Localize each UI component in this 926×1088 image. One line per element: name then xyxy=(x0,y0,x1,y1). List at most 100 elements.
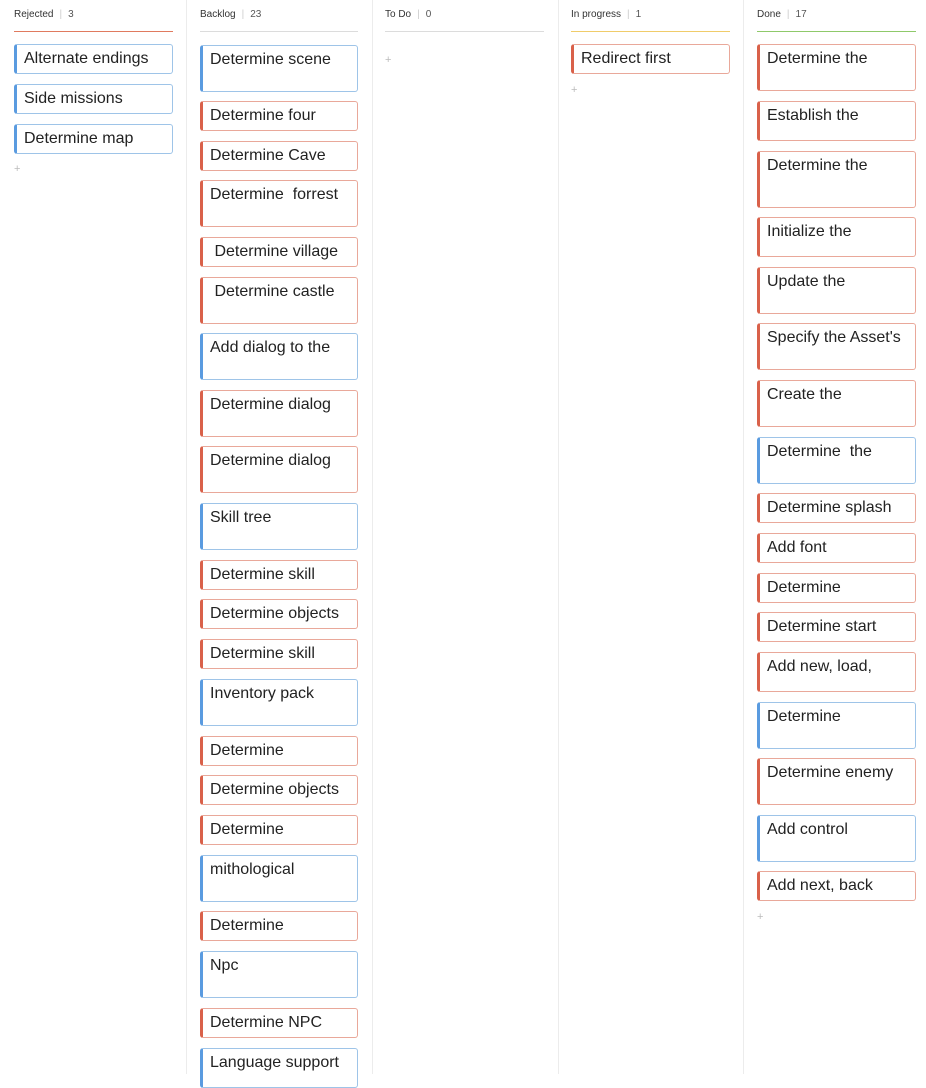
task-card[interactable]: Determine the xyxy=(757,437,916,484)
task-card-title: Determine the xyxy=(767,50,868,67)
add-card-icon[interactable]: + xyxy=(385,54,392,66)
task-card-title: Redirect first xyxy=(581,50,671,67)
add-card-icon[interactable]: + xyxy=(757,911,764,923)
task-card[interactable]: Determine splash xyxy=(757,493,916,523)
column-count: 0 xyxy=(425,9,432,20)
task-card[interactable]: Specify the Asset's xyxy=(757,323,916,370)
column-header[interactable]: Done|17 xyxy=(757,9,916,20)
column-title: Backlog xyxy=(200,9,236,20)
task-card[interactable]: Redirect first xyxy=(571,44,730,74)
task-card[interactable]: Inventory pack xyxy=(200,679,358,726)
task-card[interactable]: Determine castle xyxy=(200,277,358,324)
column-divider xyxy=(743,0,744,1074)
column-header[interactable]: In progress|1 xyxy=(571,9,730,20)
task-card[interactable]: mithological xyxy=(200,855,358,902)
task-card[interactable]: Determine the xyxy=(757,151,916,208)
task-card[interactable]: Add font xyxy=(757,533,916,563)
task-card[interactable]: Determine xyxy=(757,702,916,749)
task-card[interactable]: Npc xyxy=(200,951,358,998)
task-card-title: Determine enemy xyxy=(767,764,894,781)
column-count: 1 xyxy=(635,9,642,20)
task-card-title: Determine four xyxy=(210,107,316,124)
task-card-title: Specify the Asset's xyxy=(767,329,901,346)
header-separator: | xyxy=(241,9,245,20)
task-card[interactable]: Determine start xyxy=(757,612,916,642)
task-card-title: Determine skill xyxy=(210,645,315,662)
task-card[interactable]: Add next, back xyxy=(757,871,916,901)
task-card-title: Determine dialog xyxy=(210,396,331,413)
header-separator: | xyxy=(417,9,420,20)
task-card[interactable]: Update the xyxy=(757,267,916,314)
task-card[interactable]: Determine enemy xyxy=(757,758,916,805)
task-card[interactable]: Initialize the xyxy=(757,217,916,257)
task-card-title: Determine objects xyxy=(210,605,339,622)
add-card-icon[interactable]: + xyxy=(571,84,578,96)
header-separator: | xyxy=(786,9,790,20)
task-card[interactable]: Determine dialog xyxy=(200,390,358,437)
task-card[interactable]: Determine NPC xyxy=(200,1008,358,1038)
task-card[interactable]: Determine skill xyxy=(200,560,358,590)
task-card[interactable]: Determine Cave xyxy=(200,141,358,171)
task-card-title: Add next, back xyxy=(767,877,873,894)
column-color-rule xyxy=(571,31,730,32)
task-card[interactable]: Determine objects xyxy=(200,599,358,629)
task-card[interactable]: Determine village xyxy=(200,237,358,267)
task-card-title: Determine scene xyxy=(210,51,331,68)
column-color-rule xyxy=(200,31,358,32)
task-card-title: Add font xyxy=(767,539,827,556)
task-card[interactable]: Add dialog to the xyxy=(200,333,358,380)
task-card-title: Determine the xyxy=(767,157,868,174)
task-card[interactable]: Determine four xyxy=(200,101,358,131)
task-card-title: Determine objects xyxy=(210,781,339,798)
task-card-title: Determine castle xyxy=(210,283,335,300)
task-card[interactable]: Determine dialog xyxy=(200,446,358,493)
task-card-title: Determine NPC xyxy=(210,1014,323,1031)
task-card-title: Language support xyxy=(210,1054,339,1071)
column-header[interactable]: Rejected|3 xyxy=(14,9,173,20)
task-card[interactable]: Add new, load, xyxy=(757,652,916,692)
task-card[interactable]: Establish the xyxy=(757,101,916,141)
task-card-title: Determine forrest xyxy=(210,186,339,203)
task-card-title: Update the xyxy=(767,273,846,290)
task-card-title: Determine xyxy=(210,917,284,934)
task-card[interactable]: Determine skill xyxy=(200,639,358,669)
task-card-title: Npc xyxy=(210,957,239,974)
column-title: Rejected xyxy=(14,9,54,20)
task-card-title: Determine xyxy=(210,821,284,838)
task-card[interactable]: Determine forrest xyxy=(200,180,358,227)
column-header[interactable]: Backlog | 23 xyxy=(200,9,358,20)
task-card[interactable]: Determine map xyxy=(14,124,173,154)
column-to-do: To Do | 0 + xyxy=(385,0,544,1074)
task-card[interactable]: Determine xyxy=(757,573,916,603)
task-card-title: Add dialog to the xyxy=(210,339,331,356)
column-title: To Do xyxy=(385,9,412,20)
task-card[interactable]: Create the xyxy=(757,380,916,427)
task-card[interactable]: Determine xyxy=(200,815,358,845)
task-card-title: Determine dialog xyxy=(210,452,331,469)
task-card[interactable]: Determine objects xyxy=(200,775,358,805)
task-card[interactable]: Side missions xyxy=(14,84,173,114)
column-divider xyxy=(186,0,187,1074)
task-card[interactable]: Determine the xyxy=(757,44,916,91)
task-card[interactable]: Determine scene xyxy=(200,45,358,92)
header-separator: | xyxy=(627,9,630,20)
column-title: Done xyxy=(757,9,781,20)
column-header[interactable]: To Do | 0 xyxy=(385,9,544,20)
task-card[interactable]: Skill tree xyxy=(200,503,358,550)
task-card-title: Establish the xyxy=(767,107,859,124)
task-card-title: Side missions xyxy=(24,90,123,107)
task-card[interactable]: Language support xyxy=(200,1048,358,1088)
add-card-icon[interactable]: + xyxy=(14,163,21,175)
task-card[interactable]: Alternate endings xyxy=(14,44,173,74)
task-card-title: Initialize the xyxy=(767,223,852,240)
task-card-title: Skill tree xyxy=(210,509,272,526)
column-count: 23 xyxy=(250,9,262,20)
task-card[interactable]: Add control xyxy=(757,815,916,862)
column-count: 3 xyxy=(68,9,74,20)
task-card[interactable]: Determine xyxy=(200,911,358,941)
column-divider xyxy=(558,0,559,1074)
task-card-title: Determine skill xyxy=(210,566,315,583)
task-card[interactable]: Determine xyxy=(200,736,358,766)
